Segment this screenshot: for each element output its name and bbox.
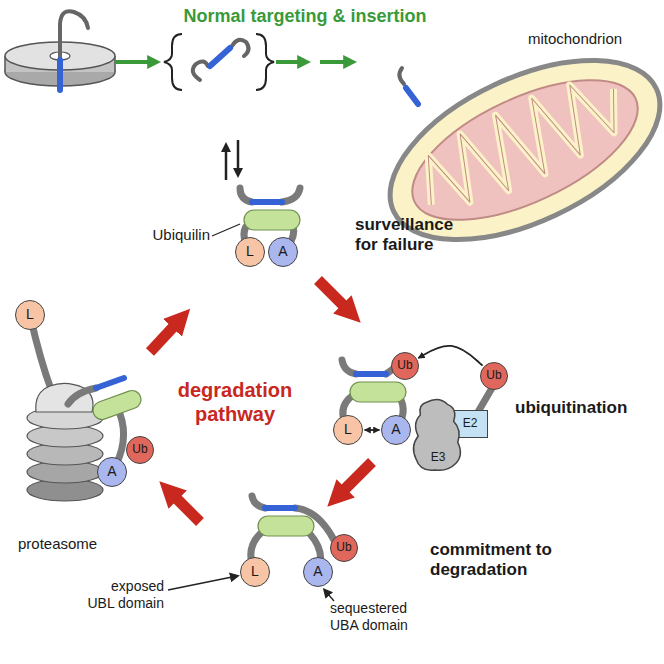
stage-label: ubiquitination [515, 398, 655, 418]
pointer-arrow [328, 594, 334, 601]
transmembrane-segment [96, 378, 124, 388]
transmembrane-segment [252, 199, 282, 205]
inserted-protein [399, 68, 404, 84]
stage-label: surveillance for failure [355, 215, 473, 256]
uba-domain: A [97, 457, 127, 487]
equilibrium-arrow [225, 150, 228, 180]
protein-label: Ubiquilin [130, 226, 210, 244]
node-text: A [391, 422, 400, 437]
uba-domain: A [268, 237, 298, 267]
pathway-arrow [150, 324, 176, 352]
sti1-domain [244, 210, 300, 230]
pathway-arrow [342, 462, 372, 492]
cristae [409, 65, 634, 223]
pathway-arrow [174, 496, 200, 522]
leader-line [212, 224, 240, 236]
translocon [5, 11, 115, 90]
node-text: Ub [336, 541, 351, 554]
equilibrium-arrow [237, 140, 240, 170]
node-text: L [251, 564, 259, 579]
proteasome-drawing [27, 315, 144, 501]
ubiquitin: Ub [391, 352, 419, 380]
bracket [164, 34, 182, 90]
targeting-arrow [320, 60, 346, 64]
exchange-arrow [365, 429, 380, 431]
transmembrane-segment [57, 60, 63, 90]
targeting-arrow [276, 60, 300, 64]
ubl-domain: L [235, 237, 265, 267]
bracket [256, 34, 274, 90]
ubl-domain: L [240, 557, 270, 587]
node-text: A [313, 564, 322, 579]
sti1-domain [258, 516, 314, 536]
pathway-arrow [318, 280, 346, 308]
cytosolic-protein [193, 40, 249, 80]
domain-callout: exposed UBL domain [80, 578, 164, 612]
cycle-label: degradation pathway [165, 378, 305, 426]
organelle-label: mitochondrion [515, 30, 635, 48]
targeting-arrow [115, 60, 150, 64]
sti1-domain [350, 382, 406, 402]
cristae [409, 65, 634, 223]
ligase-shape [413, 400, 460, 471]
node-text: E2 [463, 417, 478, 430]
node-text: A [278, 244, 287, 259]
complex-label: proteasome [18, 535, 128, 553]
transmembrane-segment [210, 48, 230, 66]
ubiquitin: Ub [480, 362, 508, 390]
transfer-arrow [418, 346, 482, 366]
transmembrane-segment [265, 505, 295, 511]
node-text: Ub [132, 443, 147, 456]
e3-ligase: E3 [412, 398, 464, 472]
title-banner: Normal targeting & insertion [145, 6, 465, 28]
node-text: E3 [431, 451, 446, 464]
pointer-arrow [168, 577, 232, 590]
node-text: A [107, 464, 116, 479]
node-text: L [344, 422, 352, 437]
node-text: L [26, 307, 34, 322]
ubiquitin: Ub [126, 436, 154, 464]
node-text: L [246, 244, 254, 259]
nascent-chain [60, 11, 88, 58]
sti1-domain [90, 388, 143, 422]
inserted-segment [406, 88, 418, 104]
domain-callout: sequestered UBA domain [330, 600, 424, 634]
stage-label: commitment to degradation [430, 540, 570, 581]
uba-domain: A [303, 557, 333, 587]
node-text: Ub [486, 369, 501, 382]
transmembrane-segment [356, 371, 386, 377]
ubl-domain: L [333, 415, 363, 445]
uba-domain: A [381, 415, 411, 445]
ubiquitin: Ub [330, 534, 358, 562]
ubl-domain: L [15, 300, 45, 330]
node-text: Ub [397, 359, 412, 372]
